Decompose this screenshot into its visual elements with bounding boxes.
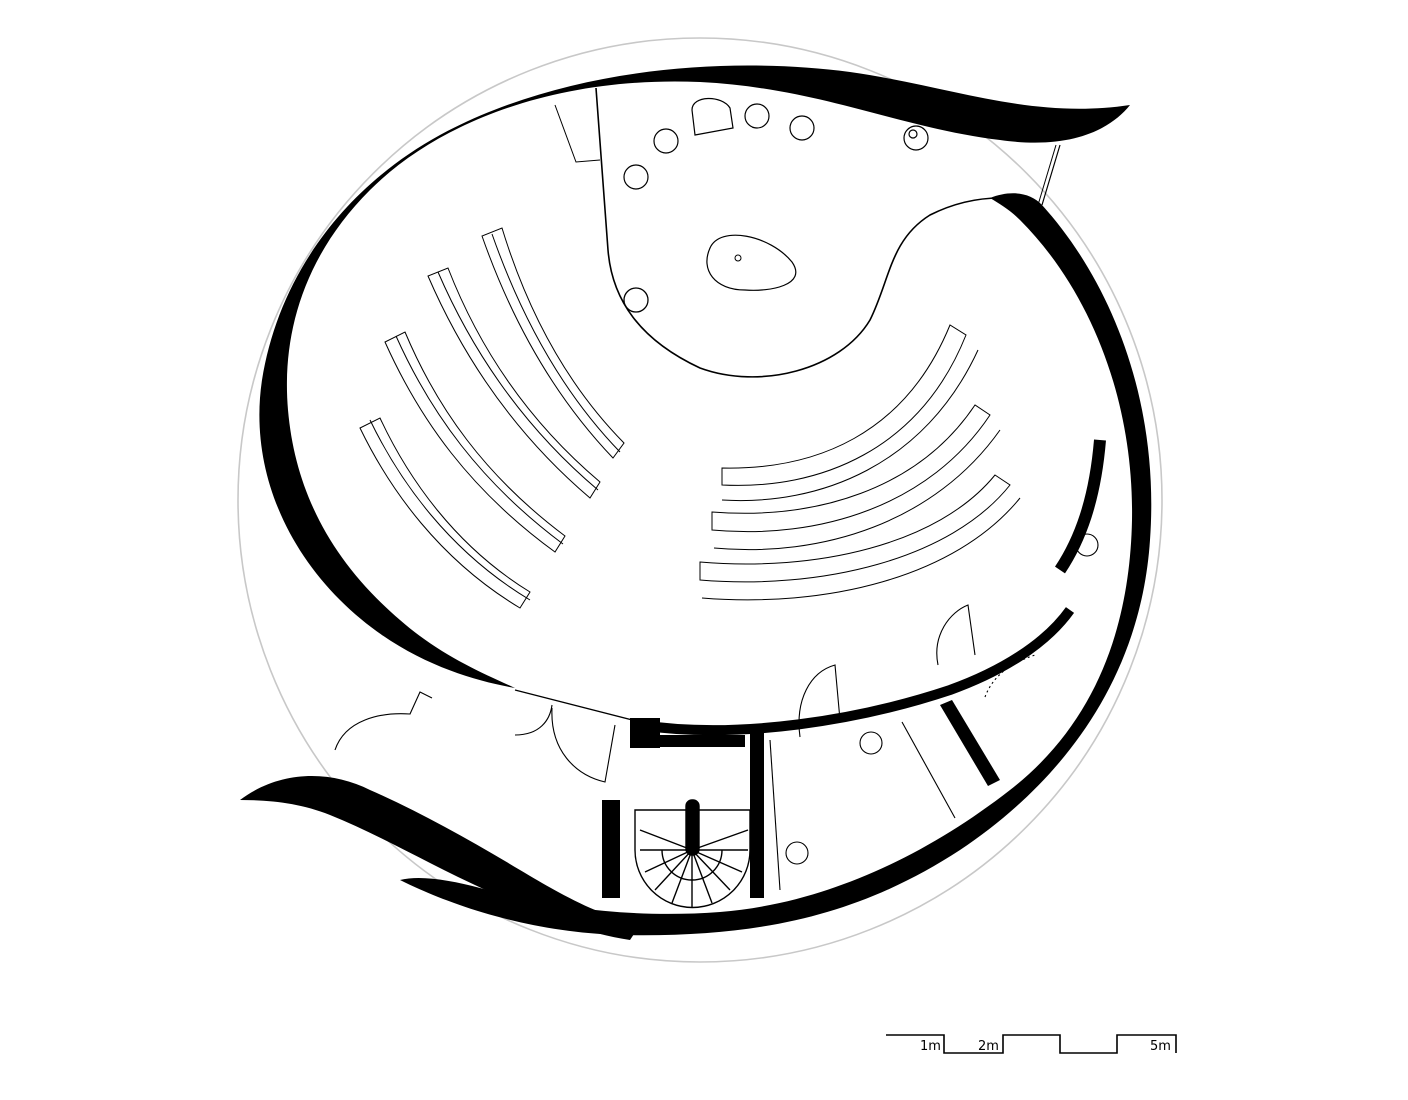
stool-group [623,97,929,190]
wall-segment [635,735,745,747]
service-rooms [602,700,1000,898]
stair-inner-arc [661,849,723,881]
bench-row [481,227,625,459]
seating-right [699,324,1021,601]
seating-left [359,227,625,609]
bench-row [395,335,564,545]
bench-row [384,331,566,553]
door-swing [334,691,433,751]
stool-icon [623,164,649,190]
scale-bar [886,1034,1177,1054]
glazing-line-east-inner [1037,144,1057,206]
counter-box [554,104,601,163]
stage-outline [595,87,1001,378]
bench-row [427,267,601,499]
central-pod [706,234,797,291]
toilet-icon [785,841,809,865]
bench-row [359,417,531,609]
fixture-icon [903,125,929,151]
column-circle [623,287,649,313]
inner-service-wall [639,607,1075,736]
central-marker-icon [734,254,742,262]
toilet-icon [1075,533,1099,557]
east-shell-wall [400,193,1152,936]
bench-row [437,271,599,491]
bench-row [713,429,1001,551]
room-fixtures [334,533,1099,891]
outer-shell-wall [259,65,1130,688]
inner-service-wall-north [1054,439,1106,574]
spiral-staircase [634,799,751,909]
south-wing-wall [240,776,640,940]
stair-outline [634,809,751,909]
stair-core [685,799,700,856]
scale-label-1m: 1m [920,1039,941,1054]
bench-row [711,404,991,533]
stool-icon [789,115,815,141]
door-swing [798,664,841,738]
bench-row [701,497,1021,601]
fixture-icon [908,129,918,139]
stool-icon [653,128,679,154]
wall-segment [940,700,1000,786]
scale-label-2m: 2m [978,1039,999,1054]
wall-segment [602,800,620,898]
bench-row [369,419,531,601]
scale-label-5m: 5m [1150,1039,1171,1054]
door-swing [936,604,976,666]
glazing-line [514,689,641,723]
arch-seat-icon [691,97,734,136]
toilet-icon [859,731,883,755]
bench-row [491,233,621,453]
stool-icon [744,103,770,129]
door-swing [514,704,553,736]
glazing-line-east [1041,144,1061,206]
wall-segment [750,728,764,898]
door-swing [551,707,616,783]
site-boundary-circle [237,37,1163,963]
bench-row [699,474,1011,583]
bench-row [721,349,979,502]
bench-row [721,324,967,486]
